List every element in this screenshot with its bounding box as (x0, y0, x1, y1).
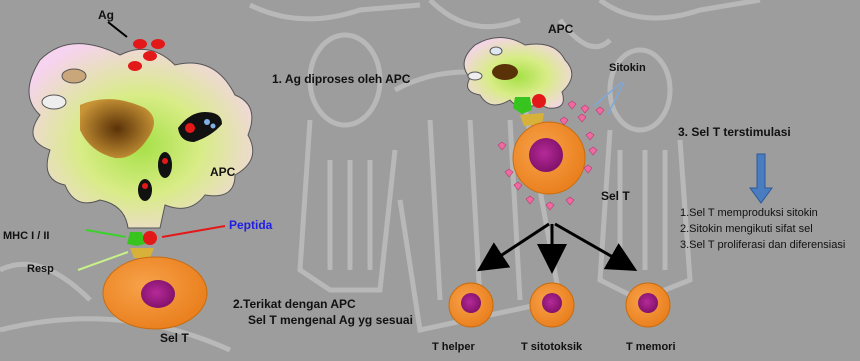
peptide (143, 231, 157, 245)
label-step2-line2: Sel T mengenal Ag yg sesuai (248, 313, 413, 327)
mhc-molecule (513, 97, 532, 114)
effect-2: 2.Sitokin mengikuti sifat sel (680, 223, 813, 235)
apc-nucleus (492, 64, 518, 80)
ag-pointer (108, 22, 127, 37)
mhc-molecule (127, 232, 145, 246)
label-t-helper: T helper (432, 341, 475, 353)
antigen-fragment (204, 119, 210, 125)
tcell-nucleus (141, 280, 175, 308)
peptide (532, 94, 546, 108)
label-peptida: Peptida (229, 218, 272, 232)
tcell-nucleus (529, 138, 563, 172)
phagosome (158, 152, 172, 178)
antigen-fragment (142, 183, 148, 189)
label-resp: Resp (27, 263, 54, 275)
apc-vesicle (62, 69, 86, 83)
apc-vacuole (490, 47, 502, 55)
effect-3: 3.Sel T proliferasi dan diferensiasi (680, 239, 845, 251)
label-sitokin: Sitokin (609, 62, 646, 74)
antigen-fragment (211, 124, 216, 129)
antigen-fragment (185, 123, 195, 133)
label-apc-top: APC (548, 22, 573, 36)
label-selt-mid: Sel T (601, 189, 630, 203)
label-t-memori: T memori (626, 341, 676, 353)
label-step3: 3. Sel T terstimulasi (678, 125, 791, 139)
apc-vacuole (468, 72, 482, 80)
effect-1: 1.Sel T memproduksi sitokin (680, 207, 818, 219)
antigen (133, 39, 147, 49)
t-memori-nucleus (638, 293, 658, 313)
label-mhc: MHC I / II (3, 230, 49, 242)
antigen (151, 39, 165, 49)
label-selt-left: Sel T (160, 331, 189, 345)
peptida-pointer (162, 226, 225, 237)
mhc-pointer (86, 230, 126, 237)
phagosome (138, 179, 152, 201)
t-sitotoksik-nucleus (542, 293, 562, 313)
tcell-receptor (130, 248, 154, 258)
label-ag: Ag (98, 8, 114, 22)
antigen-fragment (162, 158, 168, 164)
antigen (128, 61, 142, 71)
antigen (143, 51, 157, 61)
down-arrow (750, 154, 772, 203)
label-t-sitotoksik: T sitotoksik (521, 341, 582, 353)
apc-vacuole (42, 95, 66, 109)
label-apc-left: APC (210, 165, 235, 179)
t-helper-nucleus (461, 293, 481, 313)
label-step2-line1: 2.Terikat dengan APC (233, 297, 356, 311)
label-step1: 1. Ag diproses oleh APC (272, 72, 410, 86)
